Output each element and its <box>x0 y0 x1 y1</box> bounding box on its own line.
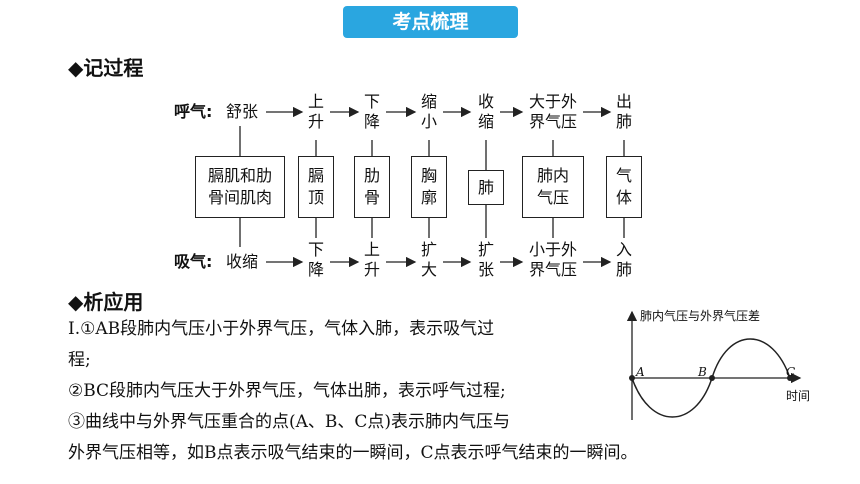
section-banner: 考点梳理 <box>343 6 518 38</box>
box-diaphragm-muscles: 膈肌和肋骨间肌肉 <box>195 156 285 218</box>
exhale-step-2: 下降 <box>363 92 380 131</box>
inhale-step-2: 上升 <box>363 240 380 279</box>
exhale-step-1: 上升 <box>307 92 324 131</box>
exhale-step-5: 大于外界气压 <box>528 92 577 131</box>
box-thorax: 胸廓 <box>411 156 447 218</box>
inhale-step-3: 扩大 <box>420 240 437 279</box>
box-lung: 肺 <box>468 170 504 205</box>
exhale-step-4: 收缩 <box>477 92 494 131</box>
inhale-step-1: 下降 <box>307 240 324 279</box>
inhale-step-6: 入肺 <box>615 240 632 279</box>
chart-point-c <box>787 375 793 381</box>
apply-line-2: 程; <box>68 350 91 370</box>
box-air: 气体 <box>606 156 642 218</box>
apply-line-3: ②BC段肺内气压大于外界气压，气体出肺，表示呼气过程; <box>68 381 506 401</box>
inhale-step-5: 小于外界气压 <box>528 240 577 279</box>
box-diaphragm-dome: 膈顶 <box>298 156 334 218</box>
apply-heading: ◆析应用 <box>68 290 144 314</box>
inhale-start: 收缩 <box>226 252 259 271</box>
chart-point-b-label: B <box>698 365 707 379</box>
exhale-label: 呼气: <box>174 102 213 121</box>
apply-line-5: 外界气压相等，如B点表示吸气结束的一瞬间，C点表示呼气结束的一瞬间。 <box>68 443 638 463</box>
chart-point-a-label: A <box>636 365 645 379</box>
chart-x-label: 时间 <box>786 389 811 403</box>
exhale-start: 舒张 <box>226 102 259 121</box>
box-ribs: 肋骨 <box>354 156 390 218</box>
pressure-difference-chart <box>626 310 802 420</box>
inhale-step-4: 扩张 <box>477 240 494 279</box>
apply-line-1: Ⅰ.①AB段肺内气压小于外界气压，气体入肺，表示吸气过 <box>68 319 495 339</box>
chart-point-b <box>709 375 715 381</box>
exhale-step-3: 缩小 <box>420 92 437 131</box>
inhale-label: 吸气: <box>174 252 213 271</box>
vertical-connectors <box>239 126 625 247</box>
apply-line-4: ③曲线中与外界气压重合的点(A、B、C点)表示肺内气压与 <box>68 412 511 432</box>
chart-y-label: 肺内气压与外界气压差 <box>640 309 761 323</box>
process-heading: ◆记过程 <box>68 56 144 80</box>
chart-point-c-label: C <box>786 365 796 379</box>
box-lung-pressure: 肺内气压 <box>522 156 584 218</box>
exhale-step-6: 出肺 <box>615 92 632 131</box>
chart-point-a <box>629 375 635 381</box>
